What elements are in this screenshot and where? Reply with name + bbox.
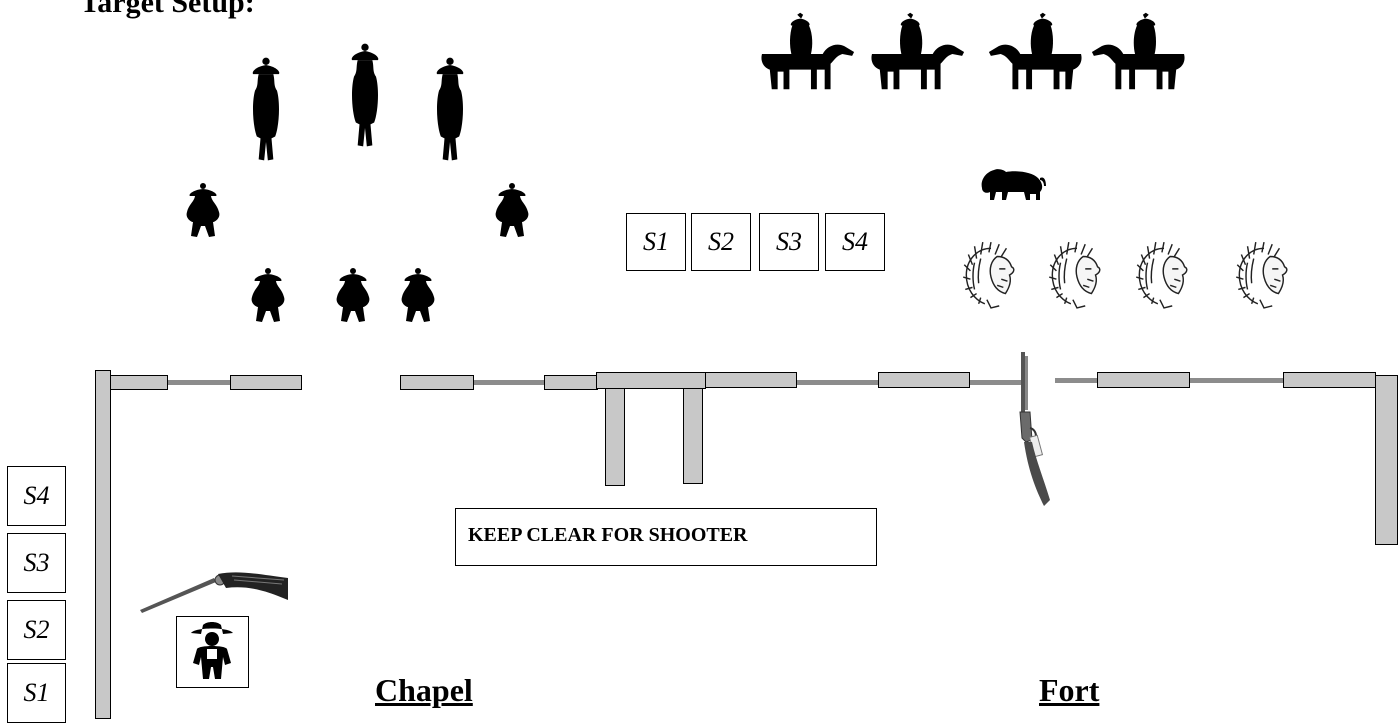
station-box-s4: S4: [825, 213, 885, 271]
wall-segment: [878, 372, 970, 388]
wall-segment: [110, 375, 168, 390]
page-title: Target Setup:: [80, 0, 255, 19]
station-box-s4-side: S4: [7, 466, 66, 526]
bandit-silhouette-icon: [345, 40, 385, 150]
station-box-s1: S1: [626, 213, 686, 271]
station-box-s3: S3: [759, 213, 819, 271]
table-leg: [605, 388, 625, 486]
shotgun-icon: [140, 572, 288, 613]
table-top: [596, 372, 706, 389]
keep-clear-note: KEEP CLEAR FOR SHOOTER: [455, 508, 877, 566]
station-box-s1-side: S1: [7, 663, 66, 723]
horse-rider-icon: [983, 12, 1081, 92]
station-box-s3-side: S3: [7, 533, 66, 593]
wall-segment: [230, 375, 302, 390]
wall-segment: [400, 375, 474, 390]
cowboy-icon: [191, 622, 233, 679]
short-bandit-silhouette-icon: [333, 264, 373, 326]
bandit-silhouette-icon: [246, 54, 286, 164]
cowboy-box: [176, 616, 249, 688]
short-bandit-silhouette-icon: [398, 264, 438, 326]
buffalo-icon: [978, 166, 1048, 202]
chapel-label: Chapel: [375, 672, 473, 708]
indian-chief-head-icon: [960, 238, 1022, 310]
indian-chief-head-icon: [1046, 238, 1108, 310]
indian-chief-head-icon: [1133, 238, 1195, 310]
wall-segment: [1097, 372, 1190, 388]
station-box-s2-side: S2: [7, 600, 66, 660]
horse-rider-icon: [760, 12, 858, 92]
short-bandit-silhouette-icon: [248, 264, 288, 326]
short-bandit-silhouette-icon: [492, 180, 532, 240]
left-post: [95, 370, 111, 719]
fort-label: Fort: [1039, 672, 1100, 708]
horse-rider-icon: [1086, 12, 1184, 92]
station-box-s2: S2: [691, 213, 751, 271]
rifle-icon: [1019, 352, 1050, 506]
right-post: [1375, 375, 1398, 545]
wall-segment: [544, 375, 598, 390]
wall-segment: [1283, 372, 1376, 388]
indian-chief-head-icon: [1233, 238, 1295, 310]
rail-segment: [1055, 378, 1375, 383]
table-leg: [683, 388, 703, 484]
short-bandit-silhouette-icon: [183, 180, 223, 240]
wall-segment: [705, 372, 797, 388]
bandit-silhouette-icon: [430, 54, 470, 164]
rail-segment: [108, 380, 298, 385]
horse-rider-icon: [870, 12, 968, 92]
